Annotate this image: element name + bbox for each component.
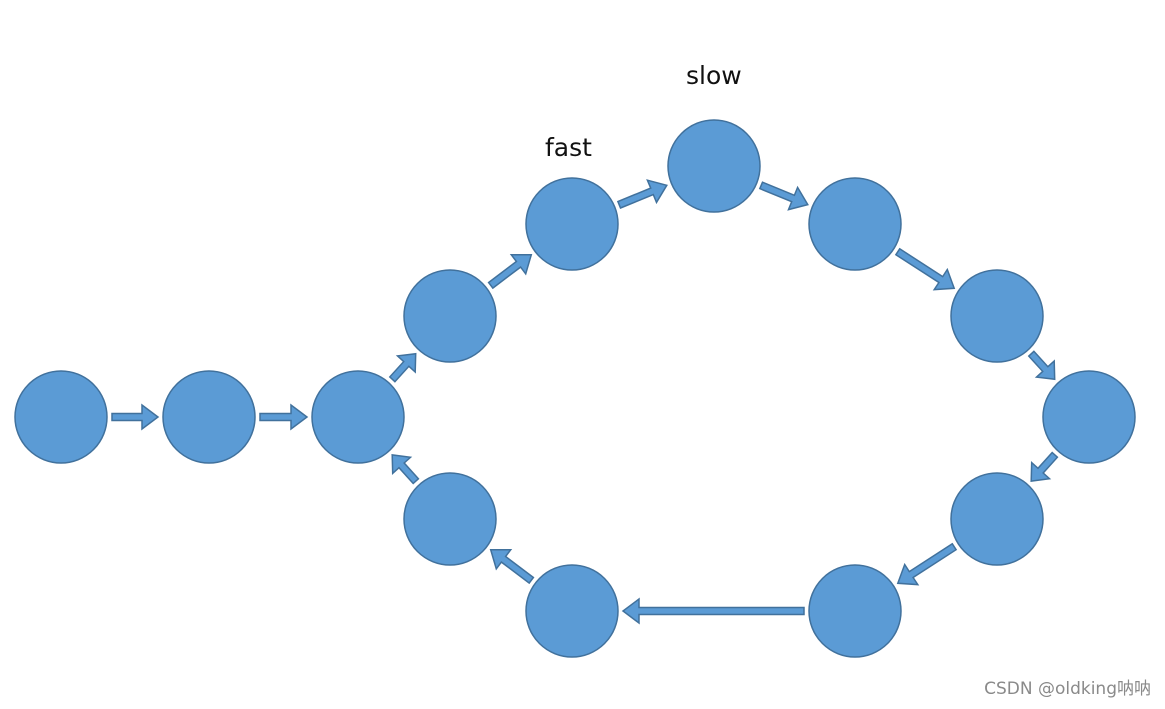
list-node-n6	[667, 119, 761, 213]
list-node-n10	[950, 472, 1044, 566]
arrow-n7-to-n8	[894, 247, 956, 291]
nodes-layer	[14, 119, 1136, 658]
list-node-n7	[808, 177, 902, 271]
edges-layer	[111, 179, 1059, 625]
arrow-n11-to-n12	[621, 597, 805, 625]
arrow-n8-to-n9	[1027, 350, 1056, 381]
list-node-n2	[162, 370, 256, 464]
arrow-n5-to-n6	[616, 179, 668, 209]
list-node-n3	[311, 370, 405, 464]
list-node-n11	[808, 564, 902, 658]
fast-pointer-label: fast	[545, 133, 592, 162]
list-node-n5	[525, 177, 619, 271]
list-node-n9	[1042, 370, 1136, 464]
arrow-n10-to-n11	[896, 542, 958, 586]
list-node-n1	[14, 370, 108, 464]
arrow-n2-to-n3	[259, 403, 309, 431]
arrow-n4-to-n5	[487, 253, 533, 290]
arrow-n9-to-n10	[1030, 451, 1059, 482]
arrow-n1-to-n2	[111, 403, 160, 431]
list-node-n8	[950, 269, 1044, 363]
slow-pointer-label: slow	[686, 61, 742, 90]
list-node-n13	[403, 472, 497, 566]
arrow-n3-to-n4	[388, 352, 417, 383]
arrow-n6-to-n7	[758, 181, 809, 211]
arrow-n14-to-n3	[391, 454, 420, 485]
watermark: CSDN @oldking呐呐	[984, 679, 1151, 699]
list-node-n4	[403, 269, 497, 363]
arrow-n12-to-n13	[489, 548, 535, 585]
list-node-n12	[525, 564, 619, 658]
